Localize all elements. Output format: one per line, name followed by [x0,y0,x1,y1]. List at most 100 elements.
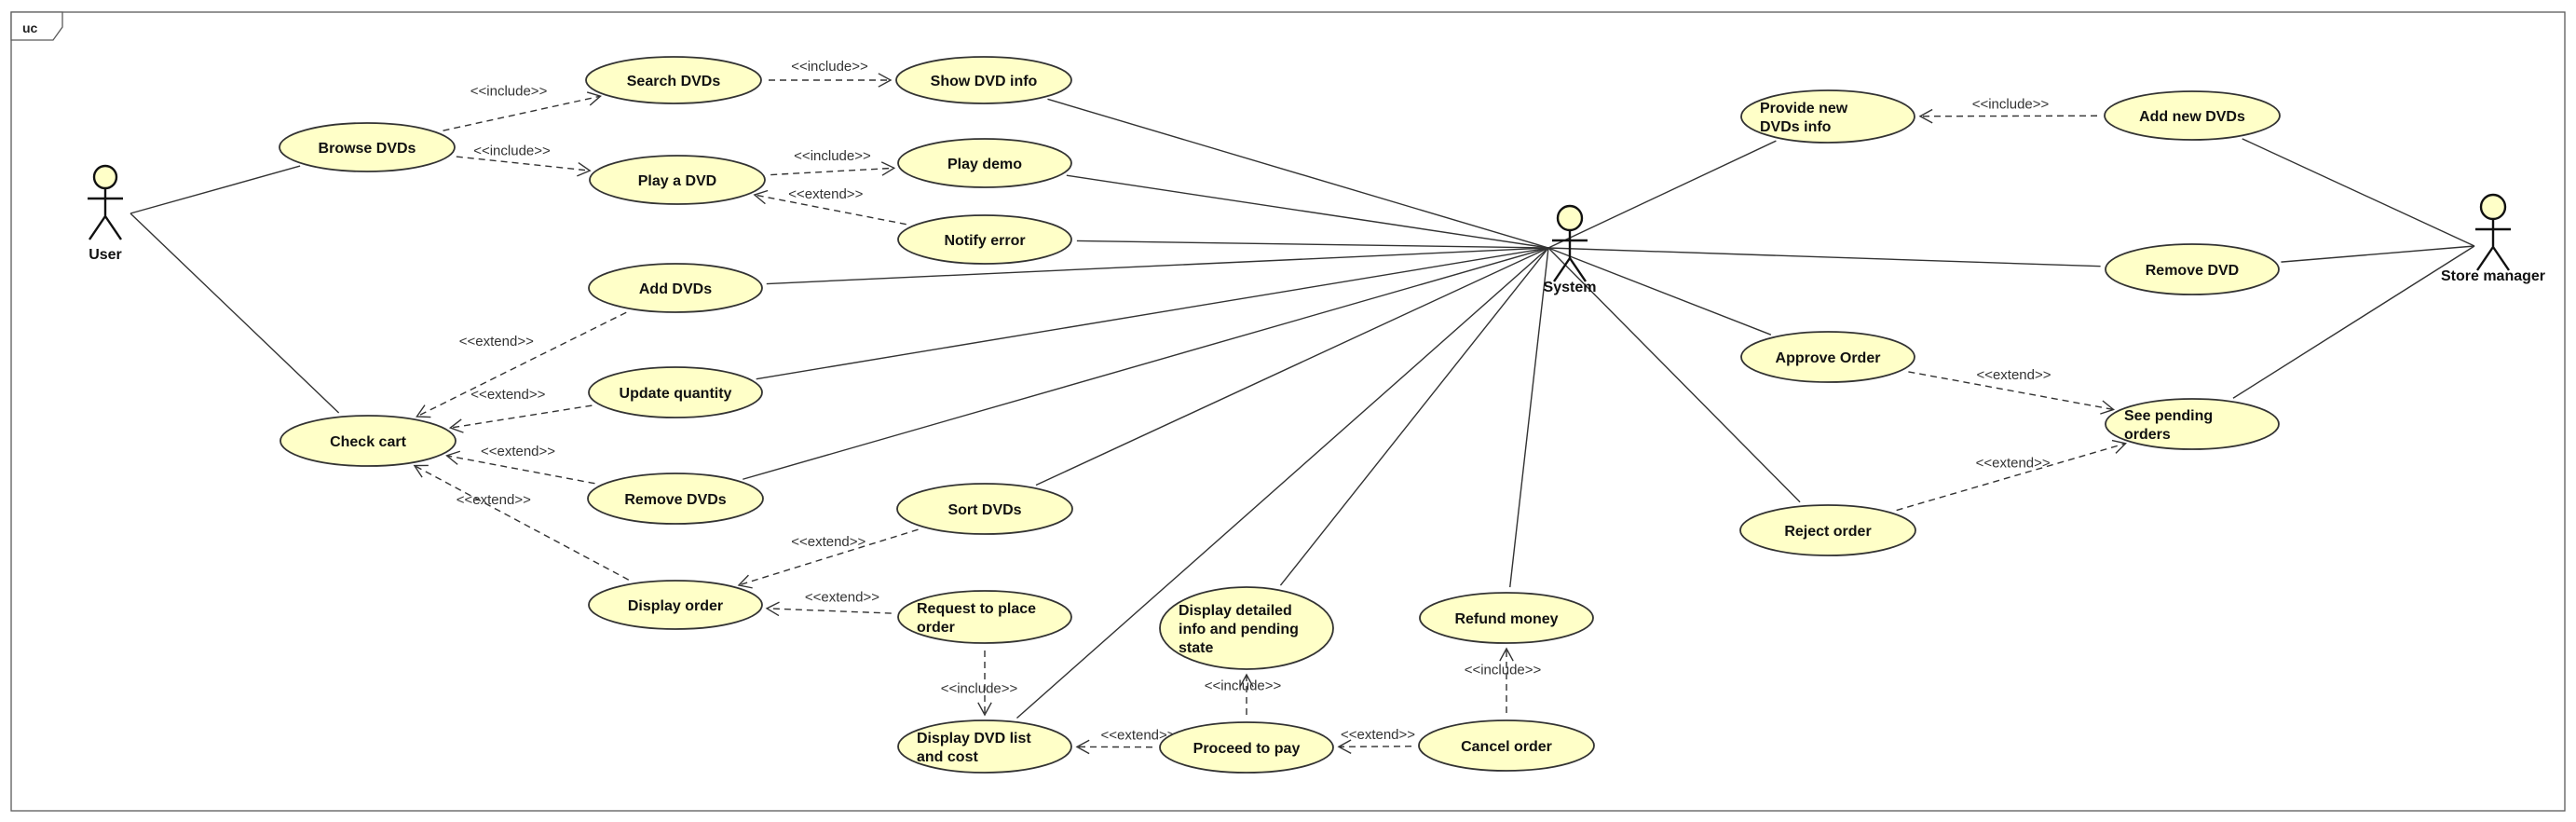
stereotype-label: <<include>> [473,144,551,159]
use-case-label: info and pending [1179,622,1299,637]
use-case-ellipse [897,719,1072,774]
stereotype-label: <<extend>> [791,534,865,550]
use-cases-layer: Browse DVDs Search DVDs Show DVD infoPlay … [279,56,2281,774]
open-arrowhead-icon [413,464,429,478]
actor-name: Store manager [2441,268,2545,284]
open-arrowhead-icon [765,601,780,617]
use-case-search-dvds[interactable]: Search DVDs [585,56,762,104]
dependency-line [416,311,627,418]
dependency-remove_dvds-check_cart: <<extend>> [445,444,595,485]
use-case-label: Search DVDs [627,74,721,89]
use-case-ellipse [588,366,763,418]
use-case-remove-dvds[interactable]: Remove DVDs [587,473,764,525]
use-case-label: order [917,620,955,636]
use-case-ellipse [897,590,1072,644]
use-case-play-a-dvd[interactable]: Play a DVD [589,155,766,205]
actor-name: System [1544,280,1597,295]
actor-user[interactable]: User [88,164,123,263]
use-case-ellipse [896,483,1073,535]
use-case-ellipse [585,56,762,104]
use-case-ellipse [589,155,766,205]
open-arrowhead-icon [878,73,893,88]
association-system-add_dvds [766,247,1549,285]
open-arrowhead-icon [1499,647,1514,662]
use-case-label: Update quantity [620,386,732,402]
use-case-update-quantity[interactable]: Update quantity [588,366,763,418]
association-store_manager-add_new_dvds [2242,138,2475,247]
stereotype-label: <<extend>> [459,334,534,349]
actor-system[interactable]: System [1544,204,1597,295]
use-case-display-order[interactable]: Display order [588,580,763,630]
actor-name: User [89,247,122,263]
dependency-line [414,464,630,581]
use-case-add-new-dvds[interactable]: Add new DVDs [2104,90,2281,141]
use-case-refund-money[interactable]: Refund money [1419,592,1594,644]
dependency-proceed_to_pay-display_dvd_list_and_cost: <<extend>> [1075,727,1176,755]
use-case-browse-dvds[interactable]: Browse DVDs [279,122,456,172]
stereotype-label: <<include>> [941,681,1018,697]
stereotype-label: <<include>> [470,84,548,100]
dependency-line [770,167,894,176]
use-case-label: Notify error [944,233,1025,249]
association-system-update_quantity [756,247,1549,380]
use-case-cancel-order[interactable]: Cancel order [1418,719,1595,772]
use-case-ellipse [588,263,763,313]
actor-store-manager[interactable]: Store manager [2441,193,2545,284]
use-case-reject-order[interactable]: Reject order [1739,504,1916,556]
dependency-add_new_dvds-provide_new_dvds_info: <<include>> [1918,97,2098,124]
use-case-show-dvd-info[interactable]: Show DVD info [895,56,1072,104]
actor-head-icon [1556,204,1584,232]
open-arrowhead-icon [1239,673,1254,688]
use-case-ellipse [587,473,764,525]
use-case-label: Display detailed [1179,603,1292,619]
open-arrowhead-icon [1337,739,1352,755]
use-case-remove-dvd[interactable]: Remove DVD [2105,243,2280,295]
use-case-add-dvds[interactable]: Add DVDs [588,263,763,313]
use-case-ellipse [897,214,1072,265]
association-system-display_detailed_info [1279,247,1549,586]
open-arrowhead-icon [416,404,431,418]
use-case-notify-error[interactable]: Notify error [897,214,1072,265]
use-case-ellipse [279,122,456,172]
dependency-line [754,194,906,226]
use-case-ellipse [1740,89,1915,144]
use-case-label: DVDs info [1760,119,1832,135]
use-case-sort-dvds[interactable]: Sort DVDs [896,483,1073,535]
dependency-add_dvds-check_cart: <<extend>> [416,311,627,418]
association-system-play_demo [1066,174,1549,249]
association-system-display_dvd_list_and_cost [1016,247,1549,719]
association-system-refund_money [1509,247,1549,588]
open-arrowhead-icon [586,91,602,106]
association-system-remove_dvd [1547,247,2101,267]
use-case-proceed-to-pay[interactable]: Proceed to pay [1159,721,1334,774]
use-case-ellipse [2104,90,2281,141]
use-case-play-demo[interactable]: Play demo [897,138,1072,188]
use-case-ellipse [1419,592,1594,644]
stereotype-label: <<include>> [791,59,868,75]
association-system-show_dvd_info [1047,98,1549,249]
association-system-notify_error [1076,240,1549,249]
use-case-label: and cost [917,749,978,765]
use-case-label: Play demo [947,157,1022,172]
dependency-browse_dvds-search_dvds: <<include>> [443,84,602,131]
dependency-line [1908,371,2114,411]
use-case-check-cart[interactable]: Check cart [279,415,457,467]
use-case-approve-order[interactable]: Approve Order [1740,331,1915,383]
use-case-label: Reject order [1784,524,1871,540]
dependency-display_order-check_cart: <<extend>> [413,464,630,581]
open-arrowhead-icon [977,702,992,717]
actor-stick-figure-icon [1552,230,1588,282]
actor-head-icon [92,164,118,190]
stereotype-label: <<include>> [794,148,871,164]
dependency-request_to_place_order-display_dvd_list_and_cost: <<include>> [941,651,1018,717]
association-system-remove_dvds [743,247,1549,480]
open-arrowhead-icon [1918,108,1933,124]
stereotype-label: <<include>> [1972,97,2050,113]
dependency-approve_order-see_pending_orders: <<extend>> [1908,367,2115,415]
